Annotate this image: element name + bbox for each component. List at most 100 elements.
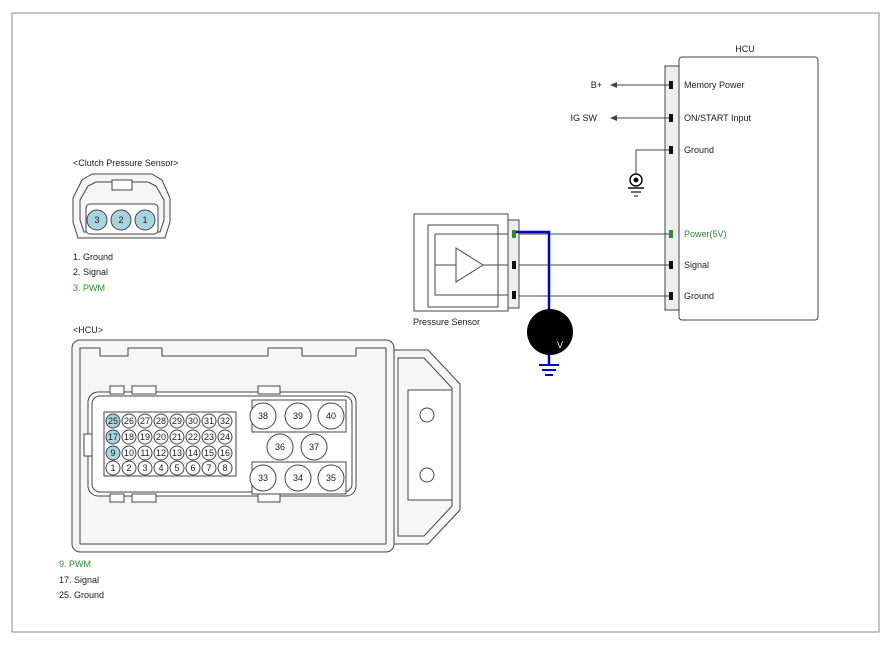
hcu-pin-signal: Signal [669,260,709,270]
hcu-legend-item: 25. Ground [59,590,104,600]
voltmeter-probe [516,230,559,376]
hcu-pin-38 [249,402,277,430]
hcu-pin-20 [153,429,169,445]
clutch-pin-3 [86,209,108,231]
pressure-sensor [413,213,520,312]
hcu-pin-3 [137,460,153,476]
hcu-pin-40 [317,402,345,430]
hcu-pin-23 [201,429,217,445]
hcu-pin-label: 34 [293,473,303,483]
pressure-sensor-label: Pressure Sensor [413,317,480,327]
hcu-pin-14 [185,445,201,461]
hcu-legend-item: 17. Signal [59,575,99,585]
hcu-pin-27 [137,413,153,429]
hcu-pin-label: 21 [172,432,182,442]
hcu-pin-31 [201,413,217,429]
hcu-pin-label: 5 [174,463,179,473]
hcu-pin-label: 14 [188,448,198,458]
hcu-pin-9 [105,445,121,461]
hcu-pin-18 [121,429,137,445]
clutch-pin-label: 3 [94,215,99,225]
hcu-pin-26 [121,413,137,429]
hcu-connector-title: <HCU> [73,325,103,335]
hcu-pin-label: 39 [293,411,303,421]
svg-text:Ground: Ground [684,145,714,155]
hcu-pin-label: 1 [110,463,115,473]
hcu-pin-label: 10 [124,448,134,458]
hcu-pin-32 [217,413,233,429]
hcu-pin-21 [169,429,185,445]
hcu-pin-6 [185,460,201,476]
svg-text:Memory Power: Memory Power [684,80,745,90]
svg-text:Signal: Signal [684,260,709,270]
hcu-pin-33 [249,464,277,492]
hcu-pin-on-start: ON/START Input [669,113,752,123]
hcu-pin-34 [284,464,312,492]
hcu-pin-label: 19 [140,432,150,442]
hcu-pin-19 [137,429,153,445]
hcu-pin-13 [169,445,185,461]
hcu-pin-label: 29 [172,416,182,426]
hcu-pin-label: 22 [188,432,198,442]
hcu-pin-label: 12 [156,448,166,458]
hcu-pin-label: 8 [222,463,227,473]
hcu-pin-2 [121,460,137,476]
hcu-pin-11 [137,445,153,461]
ground-icon [628,149,669,197]
hcu-pin-label: 37 [309,442,319,452]
hcu-pin-7 [201,460,217,476]
hcu-pin-label: 17 [108,432,118,442]
hcu-connector-strip [664,65,680,311]
hcu-pin-15 [201,445,217,461]
hcu-pin-label: 7 [206,463,211,473]
hcu-legend-item: 9. PWM [59,559,91,569]
hcu-pin-25 [105,413,121,429]
hcu-pin-35 [317,464,345,492]
hcu-pin-label: 28 [156,416,166,426]
hcu-pin-29 [169,413,185,429]
svg-text:ON/START Input: ON/START Input [684,113,752,123]
hcu-title: HCU [735,44,755,54]
b-plus-arrow: B+ [591,80,669,90]
hcu-pin-label: 15 [204,448,214,458]
ig-sw-arrow: IG SW [571,113,669,123]
hcu-pin-power-5v: Power(5V) [669,229,727,239]
clutch-legend-item: 2. Signal [73,267,108,277]
hcu-pin-17 [105,429,121,445]
hcu-pin-label: 35 [326,473,336,483]
clutch-sensor-title: <Clutch Pressure Sensor> [73,158,179,168]
hcu-pin-36 [266,433,294,461]
hcu-pin-label: 18 [124,432,134,442]
hcu-pin-label: 9 [110,448,115,458]
hcu-pin-label: 30 [188,416,198,426]
clutch-pin-1 [134,209,156,231]
hcu-pin-label: 3 [142,463,147,473]
clutch-sensor-connector: 3 2 1 [72,173,171,239]
svg-text:Ground: Ground [684,291,714,301]
clutch-legend-item: 3. PWM [73,283,105,293]
hcu-pin-label: 13 [172,448,182,458]
hcu-pin-22 [185,429,201,445]
clutch-pin-2 [110,209,132,231]
clutch-pin-label: 1 [142,215,147,225]
hcu-pin-label: 2 [126,463,131,473]
hcu-pin-label: 11 [140,448,149,458]
ig-sw-label: IG SW [571,113,598,123]
voltmeter-icon: V [527,309,573,355]
hcu-pin-memory-power: Memory Power [669,80,745,90]
hcu-pin-4 [153,460,169,476]
hcu-pin-label: 36 [275,442,285,452]
hcu-pin-label: 32 [220,416,230,426]
hcu-pin-label: 23 [204,432,214,442]
hcu-module [678,56,819,321]
hcu-pin-28 [153,413,169,429]
hcu-pin-label: 26 [124,416,134,426]
hcu-pin-16 [217,445,233,461]
hcu-pin-ground-1: Ground [669,145,714,155]
hcu-pin-label: 27 [140,416,150,426]
voltmeter-label: V [557,340,563,350]
hcu-pin-label: 16 [220,448,230,458]
hcu-pin-label: 25 [108,416,118,426]
